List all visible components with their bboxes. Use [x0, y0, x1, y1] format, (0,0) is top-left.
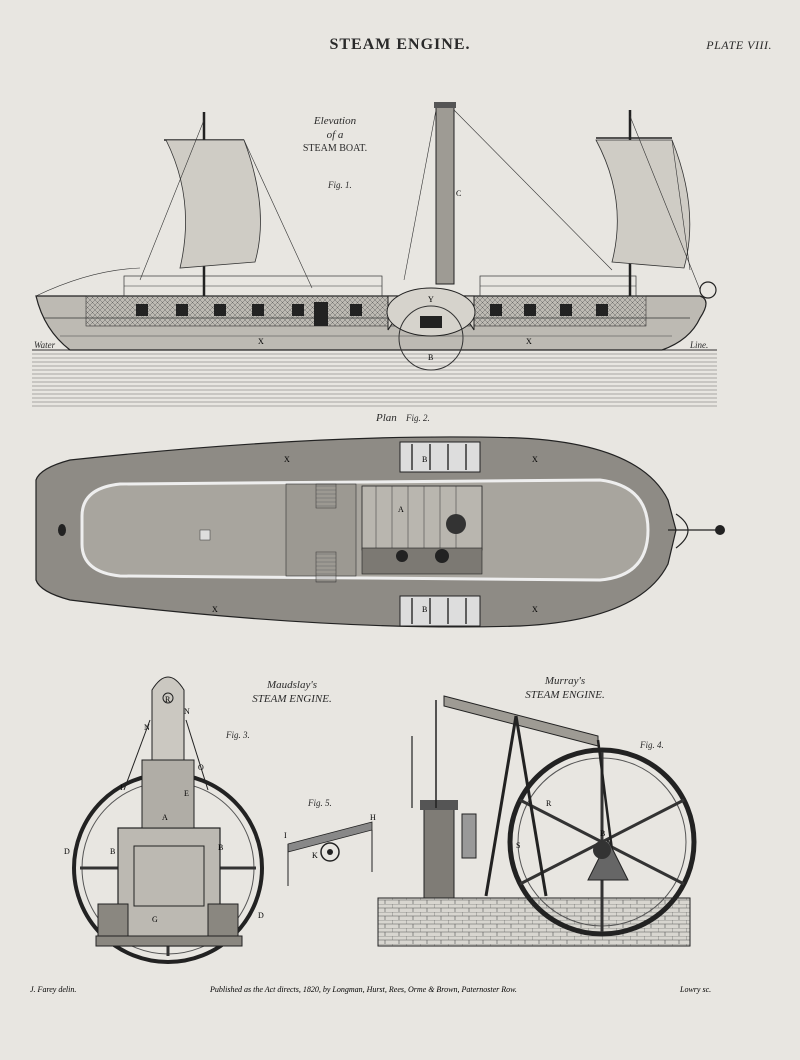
plan-label-x2: X: [532, 455, 538, 464]
f5-label-k: K: [312, 851, 318, 860]
m-label-r: R: [165, 695, 171, 704]
line-label: Line.: [690, 340, 709, 350]
engine-bed: [361, 547, 483, 575]
steam-boat-plan: [35, 436, 725, 628]
label-y: Y: [428, 295, 434, 304]
fig3-caption: Maudslay's STEAM ENGINE.: [232, 678, 352, 706]
boiler: [361, 485, 483, 551]
f5-label-i: I: [284, 831, 287, 840]
rudder: [668, 513, 720, 549]
beam-column-2: [514, 715, 548, 897]
rigging: [35, 109, 701, 297]
fig2-label: Fig. 2.: [406, 413, 430, 423]
mu-label-s: S: [516, 841, 520, 850]
mu-label-b: B: [600, 829, 605, 838]
fig1-caption-line3: STEAM BOAT.: [302, 143, 368, 154]
m-label-d1: D: [64, 847, 70, 856]
plate-number: PLATE VIII.: [706, 38, 772, 52]
plan-label-b-bottom: B: [422, 605, 427, 614]
fig3-caption-line2: STEAM ENGINE.: [252, 693, 332, 705]
fig3-label: Fig. 3.: [226, 730, 250, 740]
fig5-label: Fig. 5.: [308, 798, 332, 808]
plate-title: STEAM ENGINE.: [329, 36, 471, 53]
label-x-aft: X: [526, 337, 532, 346]
m-label-a: A: [162, 813, 168, 822]
fig1-caption: Elevation of a STEAM BOAT.: [290, 114, 380, 156]
fig2-plan-label: Plan: [376, 412, 397, 424]
plan-label-x1: X: [284, 455, 290, 464]
paddle-wheel: [398, 305, 464, 371]
m-label-e: E: [184, 789, 189, 798]
cabin-windows: [136, 302, 608, 326]
m-label-n2: N: [184, 707, 190, 716]
footer-engraver: Lowry sc.: [679, 985, 711, 994]
m-label-g: G: [152, 915, 158, 924]
plan-label-a: A: [398, 505, 404, 514]
fig4-caption-line2: STEAM ENGINE.: [525, 689, 605, 701]
funnel: [435, 103, 455, 285]
footer-publisher: Published as the Act directs, 1820, by L…: [209, 985, 517, 994]
engine-frame-3: [117, 827, 221, 947]
water-surface: [32, 350, 717, 408]
fig5-detail: [287, 821, 373, 886]
fig1-caption-line1: Elevation: [313, 115, 357, 127]
m-label-d2: D: [258, 911, 264, 920]
a-frame-top: [151, 676, 185, 761]
f5-label-h: H: [370, 813, 376, 822]
beam-column-1: [484, 715, 518, 897]
murray-engine: [377, 695, 697, 947]
maudslay-engine: [72, 676, 264, 964]
cylinder-3: [141, 759, 195, 829]
fig1-caption-line2: of a: [326, 129, 344, 141]
fore-sail: [165, 139, 261, 269]
m-label-n1: N: [144, 723, 150, 732]
plan-label-x4: X: [532, 605, 538, 614]
steam-boat-elevation: [32, 102, 717, 408]
plan-label-x3: X: [212, 605, 218, 614]
m-label-b1: B: [110, 847, 115, 856]
fig4-caption: Murray's STEAM ENGINE.: [505, 674, 625, 702]
flywheel-4: [507, 747, 697, 937]
water-label: Water: [34, 340, 56, 350]
label-c: C: [456, 189, 461, 198]
fig1-label: Fig. 1.: [328, 180, 352, 190]
label-b: B: [428, 353, 433, 362]
label-x-fore: X: [258, 337, 264, 346]
footer-draughtsman: J. Farey delin.: [30, 985, 76, 994]
mu-label-r: R: [546, 799, 552, 808]
fig3-caption-line1: Maudslay's: [266, 679, 317, 691]
m-label-b2: B: [218, 843, 223, 852]
fig4-label: Fig. 4.: [640, 740, 664, 750]
aft-sail: [595, 139, 691, 269]
plan-label-b-top: B: [422, 455, 427, 464]
m-label-i: I: [120, 783, 123, 792]
fig4-caption-line1: Murray's: [544, 675, 586, 687]
m-label-o: O: [198, 763, 204, 772]
cylinder-4: [423, 807, 455, 899]
